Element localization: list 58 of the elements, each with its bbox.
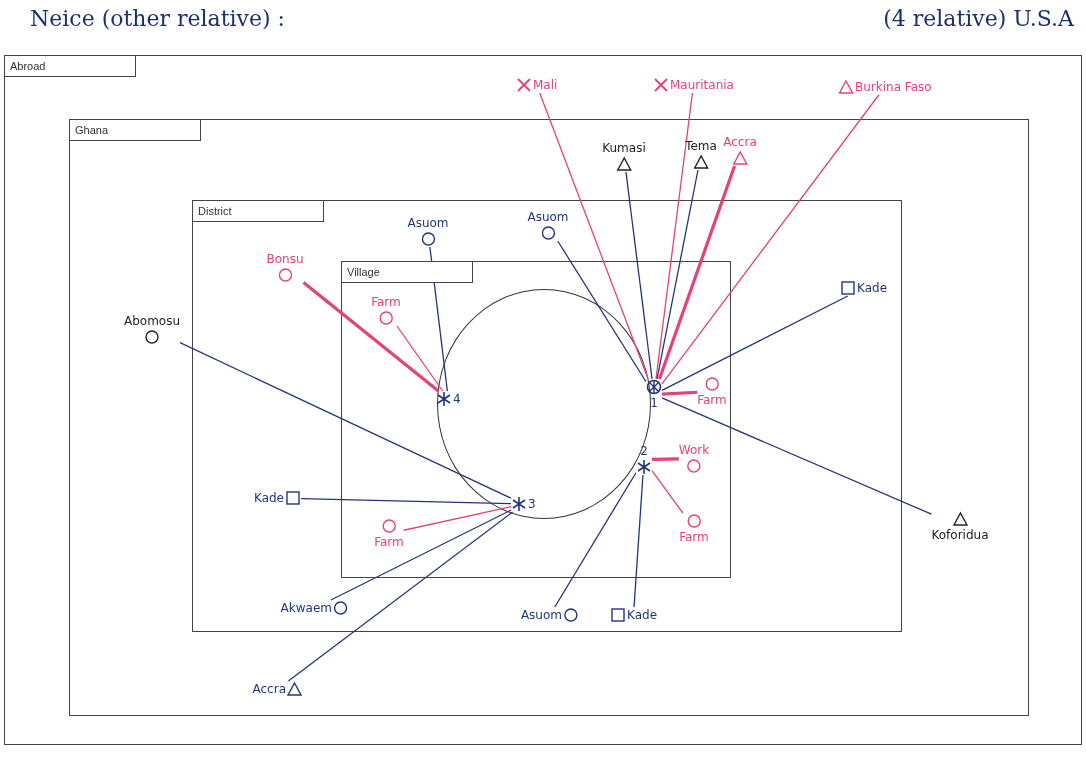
connector-line (661, 94, 880, 385)
connector-line (554, 472, 637, 608)
handwritten-note: Neice (other relative) : (30, 6, 285, 31)
zone-frame (192, 200, 902, 632)
place-label: Koforidua (931, 528, 989, 542)
zone-frame (341, 261, 731, 578)
hub-number: 4 (453, 392, 461, 406)
zone-frame (69, 119, 1029, 716)
place-label: Kade (254, 491, 284, 505)
place-label: Kumasi (602, 141, 646, 155)
place-label: Bonsu (266, 252, 304, 266)
connector-line (557, 240, 647, 383)
connector-line (661, 390, 698, 396)
place-label: Work (678, 443, 710, 457)
place-label: Accra (723, 135, 757, 149)
place-label: Abomosu (123, 314, 181, 328)
connector-line (539, 92, 649, 380)
handwritten-note: (4 relative) U.S.A (883, 6, 1074, 31)
place-label: Farm (374, 535, 404, 549)
place-label: Tema (685, 139, 717, 153)
place-label: Farm (679, 530, 709, 544)
place-label: Mali (533, 78, 558, 92)
place-label: Burkina Faso (855, 80, 932, 94)
connector-line (625, 171, 653, 380)
place-label: Farm (697, 393, 727, 407)
hub-number: 2 (640, 444, 648, 458)
hub-number: 1 (650, 396, 658, 410)
place-label: Farm (371, 295, 401, 309)
place-label: Asuom (407, 216, 449, 230)
connector-line (330, 509, 512, 601)
zone-frame (4, 55, 1082, 745)
connector-line (302, 281, 440, 393)
connector-line (655, 92, 694, 380)
place-label: Asuom (527, 210, 569, 224)
zone-title: District (192, 200, 324, 222)
connector-line (396, 325, 444, 392)
place-label: Kade (627, 608, 657, 622)
zone-title: Village (341, 261, 473, 283)
place-label: Akwaem (280, 601, 332, 615)
connector-line (651, 457, 679, 461)
connector-line (657, 165, 737, 380)
connector-line (300, 497, 512, 505)
zone-title: Abroad (4, 55, 136, 77)
zone-title: Ghana (69, 119, 201, 141)
connector-line (287, 511, 514, 682)
connector-line (651, 469, 684, 514)
place-label: Mauritania (670, 78, 734, 92)
hub-number: 3 (528, 497, 536, 511)
place-label: Kade (857, 281, 887, 295)
connector-line (656, 169, 699, 380)
connector-line (429, 246, 448, 392)
place-label: Asuom (520, 608, 562, 622)
connector-line (661, 397, 933, 515)
place-label: Accra (252, 682, 286, 696)
connector-line (179, 342, 512, 499)
connector-line (633, 474, 644, 608)
connector-line (661, 295, 849, 392)
connector-line (403, 506, 512, 531)
